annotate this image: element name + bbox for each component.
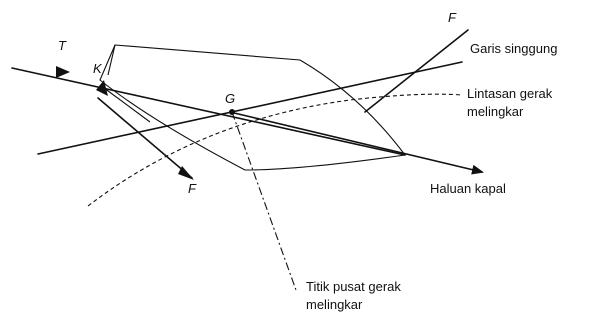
force-line-top: [364, 29, 469, 113]
point-g: [229, 109, 235, 115]
label-lintasan-1: Lintasan gerak: [467, 86, 553, 101]
label-titik-1: Titik pusat gerak: [306, 279, 401, 294]
center-line: [231, 111, 297, 291]
label-lintasan-2: melingkar: [467, 104, 524, 119]
tangent-line: [37, 61, 463, 155]
force-line-bottom: [97, 97, 193, 179]
label-f-top: F: [448, 10, 457, 25]
label-haluan-kapal: Haluan kapal: [430, 181, 506, 196]
t-arrowhead: [56, 66, 70, 78]
circular-path-dashed: [87, 93, 463, 207]
label-k: K: [93, 61, 103, 76]
label-titik-2: melingkar: [306, 297, 363, 312]
force-arrowhead-bottom: [178, 166, 194, 180]
haluan-arrow-line: [229, 111, 484, 175]
hull-inner-line: [99, 84, 151, 123]
hull-stern-edge: [107, 44, 116, 76]
label-t: T: [58, 38, 67, 53]
heading-line: [11, 67, 406, 156]
label-garis-singgung: Garis singgung: [470, 41, 557, 56]
k-arrowhead: [96, 80, 108, 96]
label-f-bottom: F: [188, 181, 197, 196]
label-g: G: [225, 91, 235, 106]
